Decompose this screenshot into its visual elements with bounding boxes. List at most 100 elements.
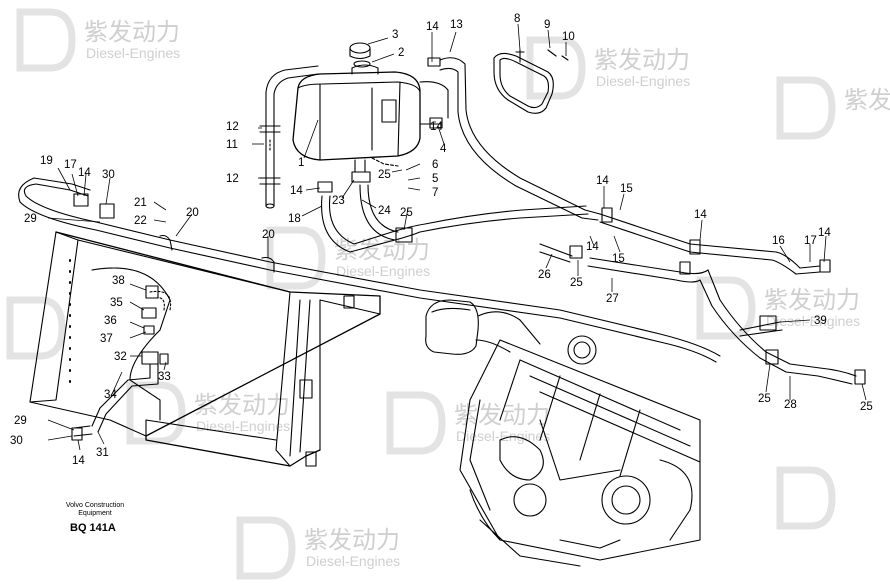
part-label-4: 4 <box>440 143 447 155</box>
part-label-36: 36 <box>104 315 117 327</box>
watermark-logo <box>6 296 66 360</box>
part-label-34: 34 <box>104 389 117 401</box>
part-label-23: 23 <box>332 195 345 207</box>
expansion-tank <box>292 42 421 173</box>
part-label-10: 10 <box>562 31 575 43</box>
brand-caption: Volvo Construction Equipment <box>60 502 130 518</box>
watermark-logo: 紫发动力 <box>776 76 890 140</box>
tank-strap-8 <box>493 49 569 114</box>
part-label-30a: 30 <box>102 169 115 181</box>
brand-line-2: Equipment <box>78 510 112 517</box>
watermark-en: Diesel-Engines <box>306 553 400 569</box>
watermark-cn: 紫发动力 <box>84 19 180 46</box>
watermark-en: Diesel-Engines <box>336 263 430 279</box>
part-label-31: 31 <box>96 447 109 459</box>
part-label-14j: 14 <box>72 455 85 467</box>
part-label-26: 26 <box>538 269 551 281</box>
part-label-21: 21 <box>134 197 147 209</box>
brand-line-1: Volvo Construction <box>65 502 125 509</box>
hose-19 <box>18 177 115 231</box>
watermark-cn: 紫发动力 <box>764 287 860 314</box>
part-label-9: 9 <box>544 19 550 31</box>
watermark-logo: 紫发动力 Diesel-Engines <box>126 381 290 445</box>
part-label-19: 19 <box>40 155 53 167</box>
part-label-14h: 14 <box>694 209 707 221</box>
watermark-layer: 紫发动力 Diesel-Engines 紫发动力 Diesel-Engines … <box>6 8 890 580</box>
part-label-32: 32 <box>114 351 127 363</box>
part-label-17b: 17 <box>804 235 817 247</box>
watermark-logo <box>776 466 836 530</box>
part-label-35: 35 <box>110 297 123 309</box>
part-label-25b: 25 <box>400 207 413 219</box>
watermark-logo: 紫发动力 Diesel-Engines <box>386 391 550 455</box>
part-label-12b: 12 <box>226 173 239 185</box>
watermark-en: Diesel-Engines <box>196 418 290 434</box>
watermark-logo: 紫发动力 Diesel-Engines <box>236 516 400 580</box>
part-label-27: 27 <box>606 293 619 305</box>
part-label-14g: 14 <box>586 241 599 253</box>
part-label-8: 8 <box>514 13 520 25</box>
leader-lines <box>47 23 867 451</box>
part-label-25e: 25 <box>860 401 873 413</box>
part-label-30b: 30 <box>10 435 23 447</box>
part-label-12: 12 <box>226 121 239 133</box>
watermark-cn: 紫发动力 <box>594 47 690 74</box>
watermark-en: Diesel-Engines <box>596 73 690 89</box>
part-label-20a: 20 <box>186 207 199 219</box>
watermark-cn: 紫发动力 <box>304 527 400 554</box>
part-label-18: 18 <box>288 213 301 225</box>
part-label-1: 1 <box>298 157 304 169</box>
part-label-15a: 15 <box>620 183 633 195</box>
part-label-13: 13 <box>450 19 463 31</box>
figure-code: BQ 141A <box>70 522 116 534</box>
part-label-24: 24 <box>378 205 391 217</box>
part-label-14c: 14 <box>430 121 443 133</box>
watermark-logo: 紫发动力 Diesel-Engines <box>696 276 860 340</box>
part-label-15b: 15 <box>612 253 625 265</box>
watermark-cn: 紫发动力 <box>844 87 890 114</box>
part-label-14: 14 <box>426 21 439 33</box>
part-label-20b: 20 <box>262 229 275 241</box>
part-label-22: 22 <box>134 215 147 227</box>
part-label-37: 37 <box>100 333 113 345</box>
watermark-en: Diesel-Engines <box>86 45 180 61</box>
watermark-logo: 紫发动力 Diesel-Engines <box>266 226 430 290</box>
part-label-25a: 25 <box>378 169 391 181</box>
part-label-11: 11 <box>226 139 238 151</box>
part-label-5: 5 <box>432 173 438 185</box>
pipe-15 <box>599 207 831 275</box>
part-label-17: 17 <box>64 159 77 171</box>
vent-hose-11 <box>259 65 319 209</box>
part-label-3: 3 <box>392 29 398 41</box>
engine <box>425 299 701 567</box>
part-label-16: 16 <box>772 235 785 247</box>
watermark-logo: 紫发动力 Diesel-Engines <box>526 36 690 100</box>
part-label-14i: 14 <box>818 227 831 239</box>
part-labels: 3 2 14 13 8 9 10 12 11 12 1 4 14 6 5 7 2… <box>10 13 873 467</box>
part-label-29a: 29 <box>24 213 37 225</box>
watermark-logo: 紫发动力 Diesel-Engines <box>16 8 180 72</box>
part-label-6: 6 <box>432 159 438 171</box>
hose-18-24 <box>317 171 589 253</box>
part-label-14d: 14 <box>290 185 303 197</box>
watermark-en: Diesel-Engines <box>456 428 550 444</box>
pipe-26-27 <box>539 243 866 385</box>
part-label-39: 39 <box>814 315 827 327</box>
part-label-29b: 29 <box>14 415 27 427</box>
pipe-20 <box>95 221 783 363</box>
drawing-lines <box>18 42 866 567</box>
part-label-2: 2 <box>398 47 404 59</box>
watermark-en: Diesel-Engines <box>766 313 860 329</box>
part-label-33: 33 <box>158 371 171 383</box>
part-label-14e: 14 <box>78 167 91 179</box>
drain-assembly <box>71 285 172 441</box>
part-label-14f: 14 <box>596 175 609 187</box>
part-label-25c: 25 <box>570 277 583 289</box>
overflow-hose-13 <box>419 57 601 221</box>
part-label-25d: 25 <box>758 393 771 405</box>
part-label-7: 7 <box>432 187 438 199</box>
watermark-cn: 紫发动力 <box>194 392 290 419</box>
part-label-38: 38 <box>112 275 125 287</box>
